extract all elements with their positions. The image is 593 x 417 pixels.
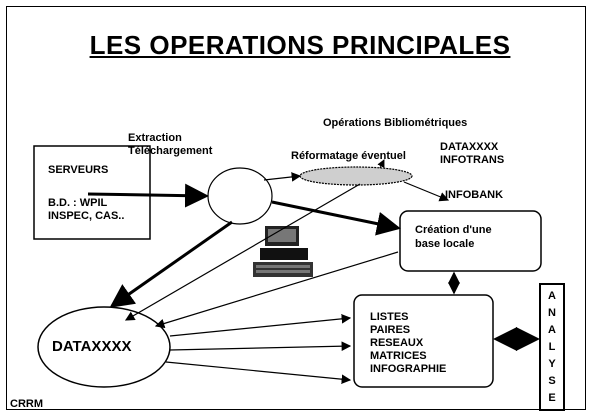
analyse-letter-a1: A xyxy=(548,290,556,302)
serveurs-line2: INSPEC, CAS.. xyxy=(48,210,125,222)
serveurs-title: SERVEURS xyxy=(48,164,109,176)
output-listes: LISTES xyxy=(370,311,409,323)
operations-biblio-label: Opérations Bibliométriques xyxy=(323,117,468,129)
serveurs-line1: B.D. : WPIL xyxy=(48,197,108,209)
telechargement-label: Téléchargement xyxy=(128,145,213,157)
page-title: LES OPERATIONS PRINCIPALES xyxy=(89,30,511,60)
analyse-letter-l: L xyxy=(548,341,556,353)
analyse-letter-n: N xyxy=(548,307,556,319)
analyse-letter-a2: A xyxy=(548,324,556,336)
crrm-label: CRRM xyxy=(10,398,43,410)
servers-box xyxy=(33,145,151,240)
output-matrices: MATRICES xyxy=(370,350,427,362)
dataxxxx-tool-label: DATAXXXX xyxy=(440,141,499,153)
analyse-letter-e: E xyxy=(548,392,556,404)
output-infographie: INFOGRAPHIE xyxy=(370,363,447,375)
dataxxxx-main-label: DATAXXXX xyxy=(52,338,132,355)
extraction-node xyxy=(207,167,273,225)
analyse-letter-y: Y xyxy=(548,358,556,370)
creation-line2: base locale xyxy=(415,238,475,250)
reformatage-node xyxy=(299,166,413,186)
infobank-label: INFOBANK xyxy=(445,189,504,201)
reformatage-label: Réformatage éventuel xyxy=(291,150,406,162)
extraction-label: Extraction xyxy=(128,132,182,144)
analyse-box xyxy=(539,283,565,411)
analyse-letter-s: S xyxy=(548,375,556,387)
output-paires: PAIRES xyxy=(370,324,411,336)
computer-icon xyxy=(253,226,313,277)
analyse-letters: A N A L Y S E xyxy=(540,288,564,407)
dataxxxx-node xyxy=(37,306,171,388)
output-reseaux: RESEAUX xyxy=(370,337,424,349)
slide-frame xyxy=(6,6,586,410)
creation-box xyxy=(399,210,542,272)
infotrans-label: INFOTRANS xyxy=(440,154,505,166)
creation-line1: Création d'une xyxy=(415,224,492,236)
